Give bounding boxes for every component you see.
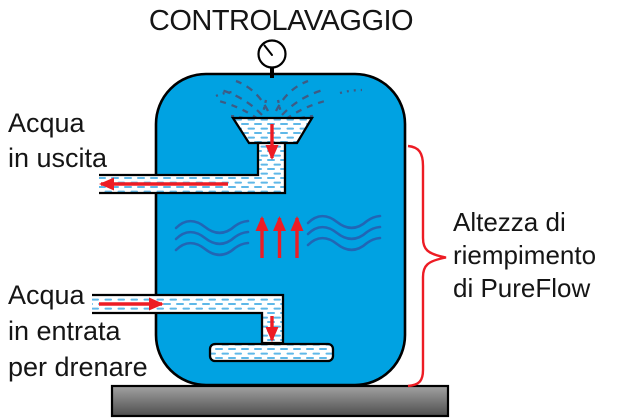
fill-height-label: Altezza di riempimento di PureFlow — [453, 206, 596, 305]
base-pedestal — [110, 384, 450, 418]
water-in-label: Acqua in entrata per drenare — [8, 277, 148, 385]
fill-height-label-line3: di PureFlow — [453, 273, 591, 303]
water-in-label-line3: per drenare — [8, 352, 148, 382]
water-in-label-line1: Acqua — [8, 280, 85, 310]
water-out-label-line1: Acqua — [8, 108, 85, 138]
water-out-label: Acqua in uscita — [8, 106, 107, 176]
diagram-title: CONTROLAVAGGIO — [148, 5, 414, 37]
water-out-label-line2: in uscita — [8, 143, 108, 173]
water-wave-icon-right — [306, 214, 382, 252]
water-in-label-line2: in entrata — [8, 316, 121, 346]
fill-height-label-line1: Altezza di — [453, 207, 566, 237]
bottom-distributor — [208, 342, 335, 363]
flow-arrows — [99, 124, 304, 342]
pressure-gauge-icon — [257, 39, 287, 78]
water-wave-icon-left — [174, 219, 250, 257]
fill-height-label-line2: riempimento — [453, 240, 597, 270]
height-brace — [407, 144, 447, 388]
